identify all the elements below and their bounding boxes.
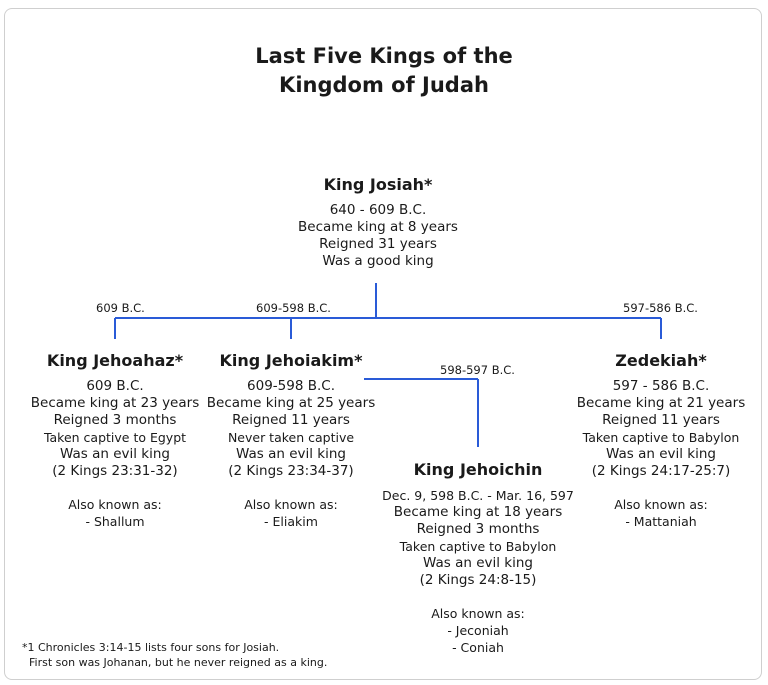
diagram-frame — [4, 8, 762, 680]
footnote-line-1: *1 Chronicles 3:14-15 lists four sons fo… — [22, 641, 280, 654]
king-name: King Jehoahaz* — [46, 351, 184, 370]
king-zedekiah: Zedekiah* 597 - 586 B.C. Became king at … — [561, 350, 761, 530]
king-detail: Reigned 3 months — [53, 412, 177, 428]
king-detail: Reigned 3 months — [416, 521, 540, 537]
king-detail: Became king at 23 years — [30, 395, 200, 411]
king-detail: Was an evil king — [60, 446, 170, 462]
label-jehoahaz-date: 609 B.C. — [96, 301, 145, 315]
king-detail: (2 Kings 24:8-15) — [419, 572, 537, 588]
aka-heading: Also known as: — [68, 497, 162, 512]
king-detail: Was an evil king — [606, 446, 716, 462]
aka-item: - Shallum — [85, 514, 145, 529]
king-jehoiakim: King Jehoiakim* 609-598 B.C. Became king… — [196, 350, 386, 530]
king-detail: Was a good king — [322, 253, 434, 269]
king-detail: (2 Kings 23:34-37) — [228, 463, 354, 479]
footnote-line-2: First son was Johanan, but he never reig… — [22, 656, 328, 669]
king-detail: 609 B.C. — [86, 378, 144, 394]
king-detail: Reigned 11 years — [232, 412, 350, 428]
title-line-1: Last Five Kings of the — [255, 44, 513, 68]
aka-item: - Jeconiah — [447, 623, 509, 638]
king-josiah: King Josiah* 640 - 609 B.C. Became king … — [278, 174, 478, 270]
king-detail: (2 Kings 23:31-32) — [52, 463, 178, 479]
king-detail: Became king at 8 years — [298, 219, 458, 235]
aka-heading: Also known as: — [614, 497, 708, 512]
king-detail: 609-598 B.C. — [247, 378, 335, 394]
label-jehoiakim-date: 609-598 B.C. — [256, 301, 331, 315]
aka-item: - Mattaniah — [625, 514, 697, 529]
king-detail: Taken captive to Babylon — [399, 539, 557, 554]
king-detail: Became king at 25 years — [206, 395, 376, 411]
aka-item: - Coniah — [452, 640, 504, 655]
king-detail: Became king at 18 years — [393, 504, 563, 520]
king-detail: Taken captive to Babylon — [582, 430, 740, 445]
footnote: *1 Chronicles 3:14-15 lists four sons fo… — [22, 640, 327, 670]
king-name: King Josiah* — [323, 175, 433, 194]
king-jehoichin: King Jehoichin Dec. 9, 598 B.C. - Mar. 1… — [368, 459, 588, 656]
king-detail: Taken captive to Egypt — [43, 430, 187, 445]
aka-item: - Eliakim — [264, 514, 318, 529]
king-detail: Dec. 9, 598 B.C. - Mar. 16, 597 — [382, 488, 574, 503]
label-jehoichin-date: 598-597 B.C. — [440, 363, 515, 377]
king-name: King Jehoiakim* — [219, 351, 363, 370]
king-detail: Reigned 31 years — [319, 236, 437, 252]
king-detail: Was an evil king — [423, 555, 533, 571]
king-name: Zedekiah* — [615, 351, 707, 370]
aka-heading: Also known as: — [431, 606, 525, 621]
king-detail: 640 - 609 B.C. — [329, 202, 427, 218]
king-detail: (2 Kings 24:17-25:7) — [591, 463, 731, 479]
king-detail: 597 - 586 B.C. — [612, 378, 710, 394]
king-detail: Reigned 11 years — [602, 412, 720, 428]
king-detail: Became king at 21 years — [576, 395, 746, 411]
king-detail: Was an evil king — [236, 446, 346, 462]
aka-heading: Also known as: — [244, 497, 338, 512]
king-jehoahaz: King Jehoahaz* 609 B.C. Became king at 2… — [20, 350, 210, 530]
king-detail: Never taken captive — [227, 430, 355, 445]
diagram-title: Last Five Kings of the Kingdom of Judah — [0, 42, 768, 100]
label-zedekiah-date: 597-586 B.C. — [623, 301, 698, 315]
king-name: King Jehoichin — [413, 460, 543, 479]
title-line-2: Kingdom of Judah — [279, 73, 489, 97]
